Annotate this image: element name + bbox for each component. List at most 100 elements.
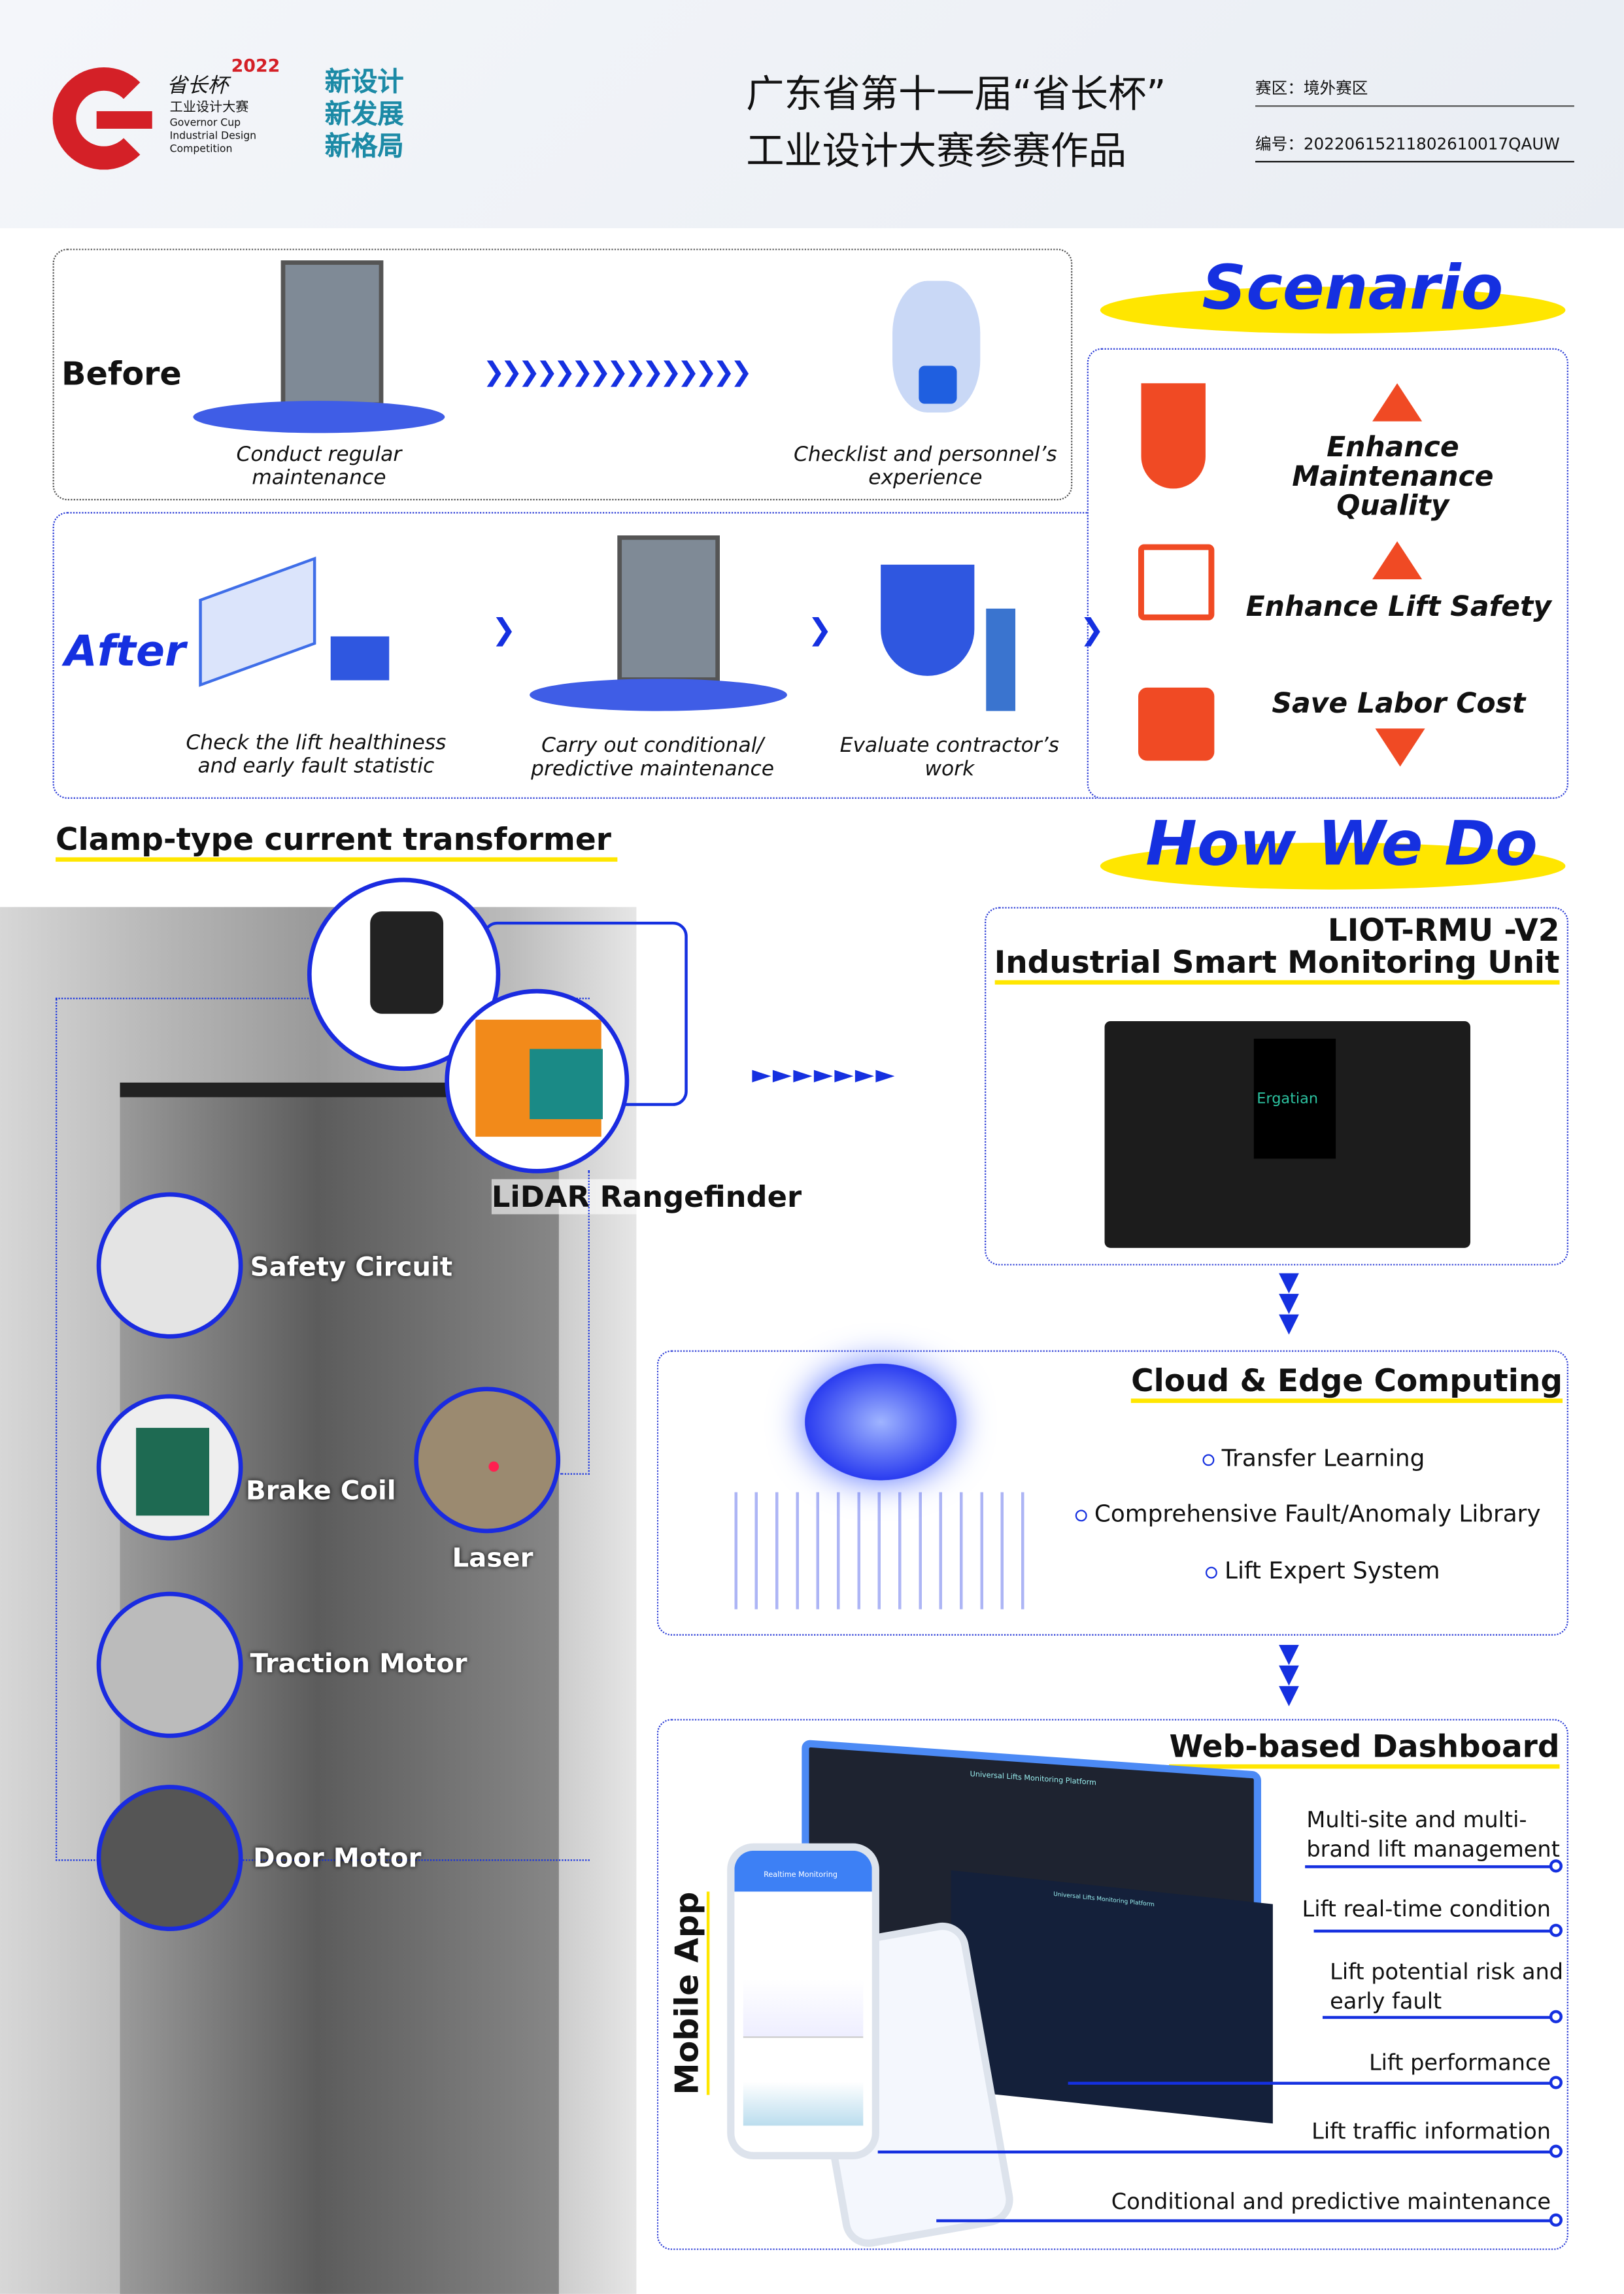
feature-line	[936, 2219, 1554, 2222]
lidar-label: LiDAR Rangefinder	[491, 1179, 802, 1215]
arrow-down-icon	[1375, 728, 1425, 767]
unit-brand-logo: Ergatian	[1257, 1091, 1319, 1108]
cloud-title: Cloud & Edge Computing	[1131, 1364, 1563, 1404]
unit-panel	[985, 907, 1568, 1266]
logo-en: Governor Cup Industrial Design Competiti…	[170, 117, 257, 156]
checklist-illustration	[849, 280, 995, 428]
platform-title: Universal Lifts Monitoring Platform	[970, 1770, 1096, 1788]
cloud-item: Lift Expert System	[1206, 1557, 1440, 1585]
cloud-item: Transfer Learning	[1202, 1444, 1425, 1472]
feature-line	[1068, 2082, 1554, 2084]
unit-name: Industrial Smart Monitoring Unit	[994, 945, 1560, 985]
scenario-item-quality: Enhance Maintenance Quality	[1292, 431, 1494, 522]
scenario-highlight	[1100, 286, 1566, 334]
app-header: Realtime Monitoring	[764, 1871, 837, 1880]
web-dashboard-screen-2: Universal Lifts Monitoring Platform	[951, 1870, 1273, 2124]
feature-dot	[1549, 2213, 1563, 2227]
laser-image	[414, 1387, 561, 1534]
evaluate-illustration	[869, 550, 1030, 720]
before-step-1: Conduct regular maintenance	[236, 443, 402, 490]
safety-circuit-label: Safety Circuit	[250, 1252, 453, 1283]
brake-coil-label: Brake Coil	[245, 1476, 396, 1507]
after-step-1: Check the lift healthiness and early fau…	[186, 731, 447, 779]
after-arrow-1: ❯	[491, 611, 516, 647]
cloud-panel	[656, 1350, 1568, 1636]
after-step-2: Carry out conditional/ predictive mainte…	[531, 734, 775, 781]
after-arrow-3: ❯	[1079, 611, 1105, 647]
slogan: 新设计 新发展 新格局	[325, 67, 404, 164]
arrow-up-icon	[1372, 383, 1423, 422]
logo-bar	[96, 111, 152, 129]
brake-coil-image	[96, 1394, 243, 1541]
before-title: Before	[61, 357, 182, 394]
feature-realtime: Lift real-time condition	[1302, 1896, 1551, 1923]
predictive-illustration	[530, 535, 787, 711]
scenario-title: Scenario	[1202, 251, 1504, 324]
howwedo-title: How We Do	[1145, 807, 1538, 879]
after-arrow-2: ❯	[807, 611, 832, 647]
logo-year: 2022	[231, 56, 280, 76]
cloud-item: Comprehensive Fault/Anomaly Library	[1075, 1500, 1541, 1528]
logo-en-line: Competition	[169, 143, 233, 156]
brain-illustration	[688, 1360, 1068, 1624]
logo-cn-sub: 工业设计大赛	[169, 101, 249, 116]
laser-connector	[560, 1170, 590, 1475]
slogan-line: 新格局	[324, 131, 404, 163]
feature-line	[1322, 2016, 1554, 2019]
feature-traffic: Lift traffic information	[1311, 2118, 1551, 2145]
safety-circuit-image	[96, 1192, 243, 1339]
scenario-item-safety: Enhance Lift Safety	[1245, 591, 1552, 624]
serial-number: 编号：20220615211802610017QAUW	[1255, 131, 1574, 163]
feature-performance: Lift performance	[1368, 2049, 1551, 2076]
feature-dot	[1549, 2076, 1563, 2089]
after-step-3: Evaluate contractor’s work	[839, 734, 1059, 781]
feature-multi-site: Multi-site and multi-brand lift manageme…	[1306, 1806, 1560, 1863]
monitoring-unit-image: Ergatian	[1104, 1020, 1470, 1248]
dashboard-title: Web-based Dashboard	[1169, 1729, 1560, 1769]
sensor-to-unit-arrows: ►►►►►►►	[752, 1060, 896, 1090]
feature-line	[1305, 1865, 1554, 1868]
feature-dot	[1549, 1859, 1563, 1873]
dashboard-panel	[656, 1719, 1568, 2250]
lidar-image	[445, 988, 630, 1173]
title-line-1: 广东省第十一届“省长杯”	[746, 73, 1166, 118]
feature-maintenance: Conditional and predictive maintenance	[1111, 2188, 1551, 2216]
slogan-line: 新发展	[324, 99, 404, 131]
region: 赛区：境外赛区	[1255, 76, 1574, 107]
mobile-app-label: Mobile App	[669, 1891, 710, 2095]
arrow-up-icon	[1372, 541, 1423, 580]
door-motor-image	[96, 1785, 243, 1931]
before-panel	[52, 248, 1073, 501]
laser-label: Laser	[452, 1543, 533, 1574]
arrow-down-icon: ▼▼▼	[1279, 1638, 1299, 1710]
title-line-2: 工业设计大赛参赛作品	[746, 130, 1127, 175]
lift-safety-icon	[1138, 544, 1215, 620]
scenario-item-labor: Save Labor Cost	[1272, 687, 1526, 720]
header: 2022 省长杯 工业设计大赛 Governor Cup Industrial …	[0, 0, 1624, 229]
feature-dot	[1549, 2144, 1563, 2158]
traction-motor-image	[96, 1591, 243, 1738]
after-title: After	[64, 626, 186, 676]
feature-dot	[1549, 2010, 1563, 2023]
unit-model: LIOT-RMU -V2	[1327, 913, 1560, 949]
slogan-line: 新设计	[324, 67, 404, 98]
door-motor-label: Door Motor	[253, 1843, 422, 1874]
traction-motor-label: Traction Motor	[250, 1649, 467, 1679]
wrench-shield-icon	[1141, 383, 1206, 489]
before-arrows: ❯❯❯❯❯❯❯❯❯❯❯❯❯❯❯	[482, 357, 752, 388]
feature-line	[877, 2150, 1554, 2153]
feature-line	[1313, 1929, 1554, 1932]
mobile-phone: Realtime Monitoring	[727, 1843, 879, 2159]
howwedo-highlight	[1100, 842, 1566, 890]
feature-dot	[1549, 1923, 1563, 1937]
feature-risk: Lift potential risk and early fault	[1330, 1959, 1564, 2015]
logo-en-line: Governor Cup	[169, 117, 241, 129]
logo-en-line: Industrial Design	[169, 130, 257, 143]
arrow-down-icon: ▼▼▼	[1279, 1266, 1299, 1339]
labor-cost-icon	[1138, 687, 1215, 761]
statistic-illustration	[199, 534, 447, 724]
maintenance-illustration	[193, 260, 445, 433]
platform-title: Universal Lifts Monitoring Platform	[1053, 1889, 1155, 1908]
sensors-title: Clamp-type current transformer	[56, 822, 617, 862]
